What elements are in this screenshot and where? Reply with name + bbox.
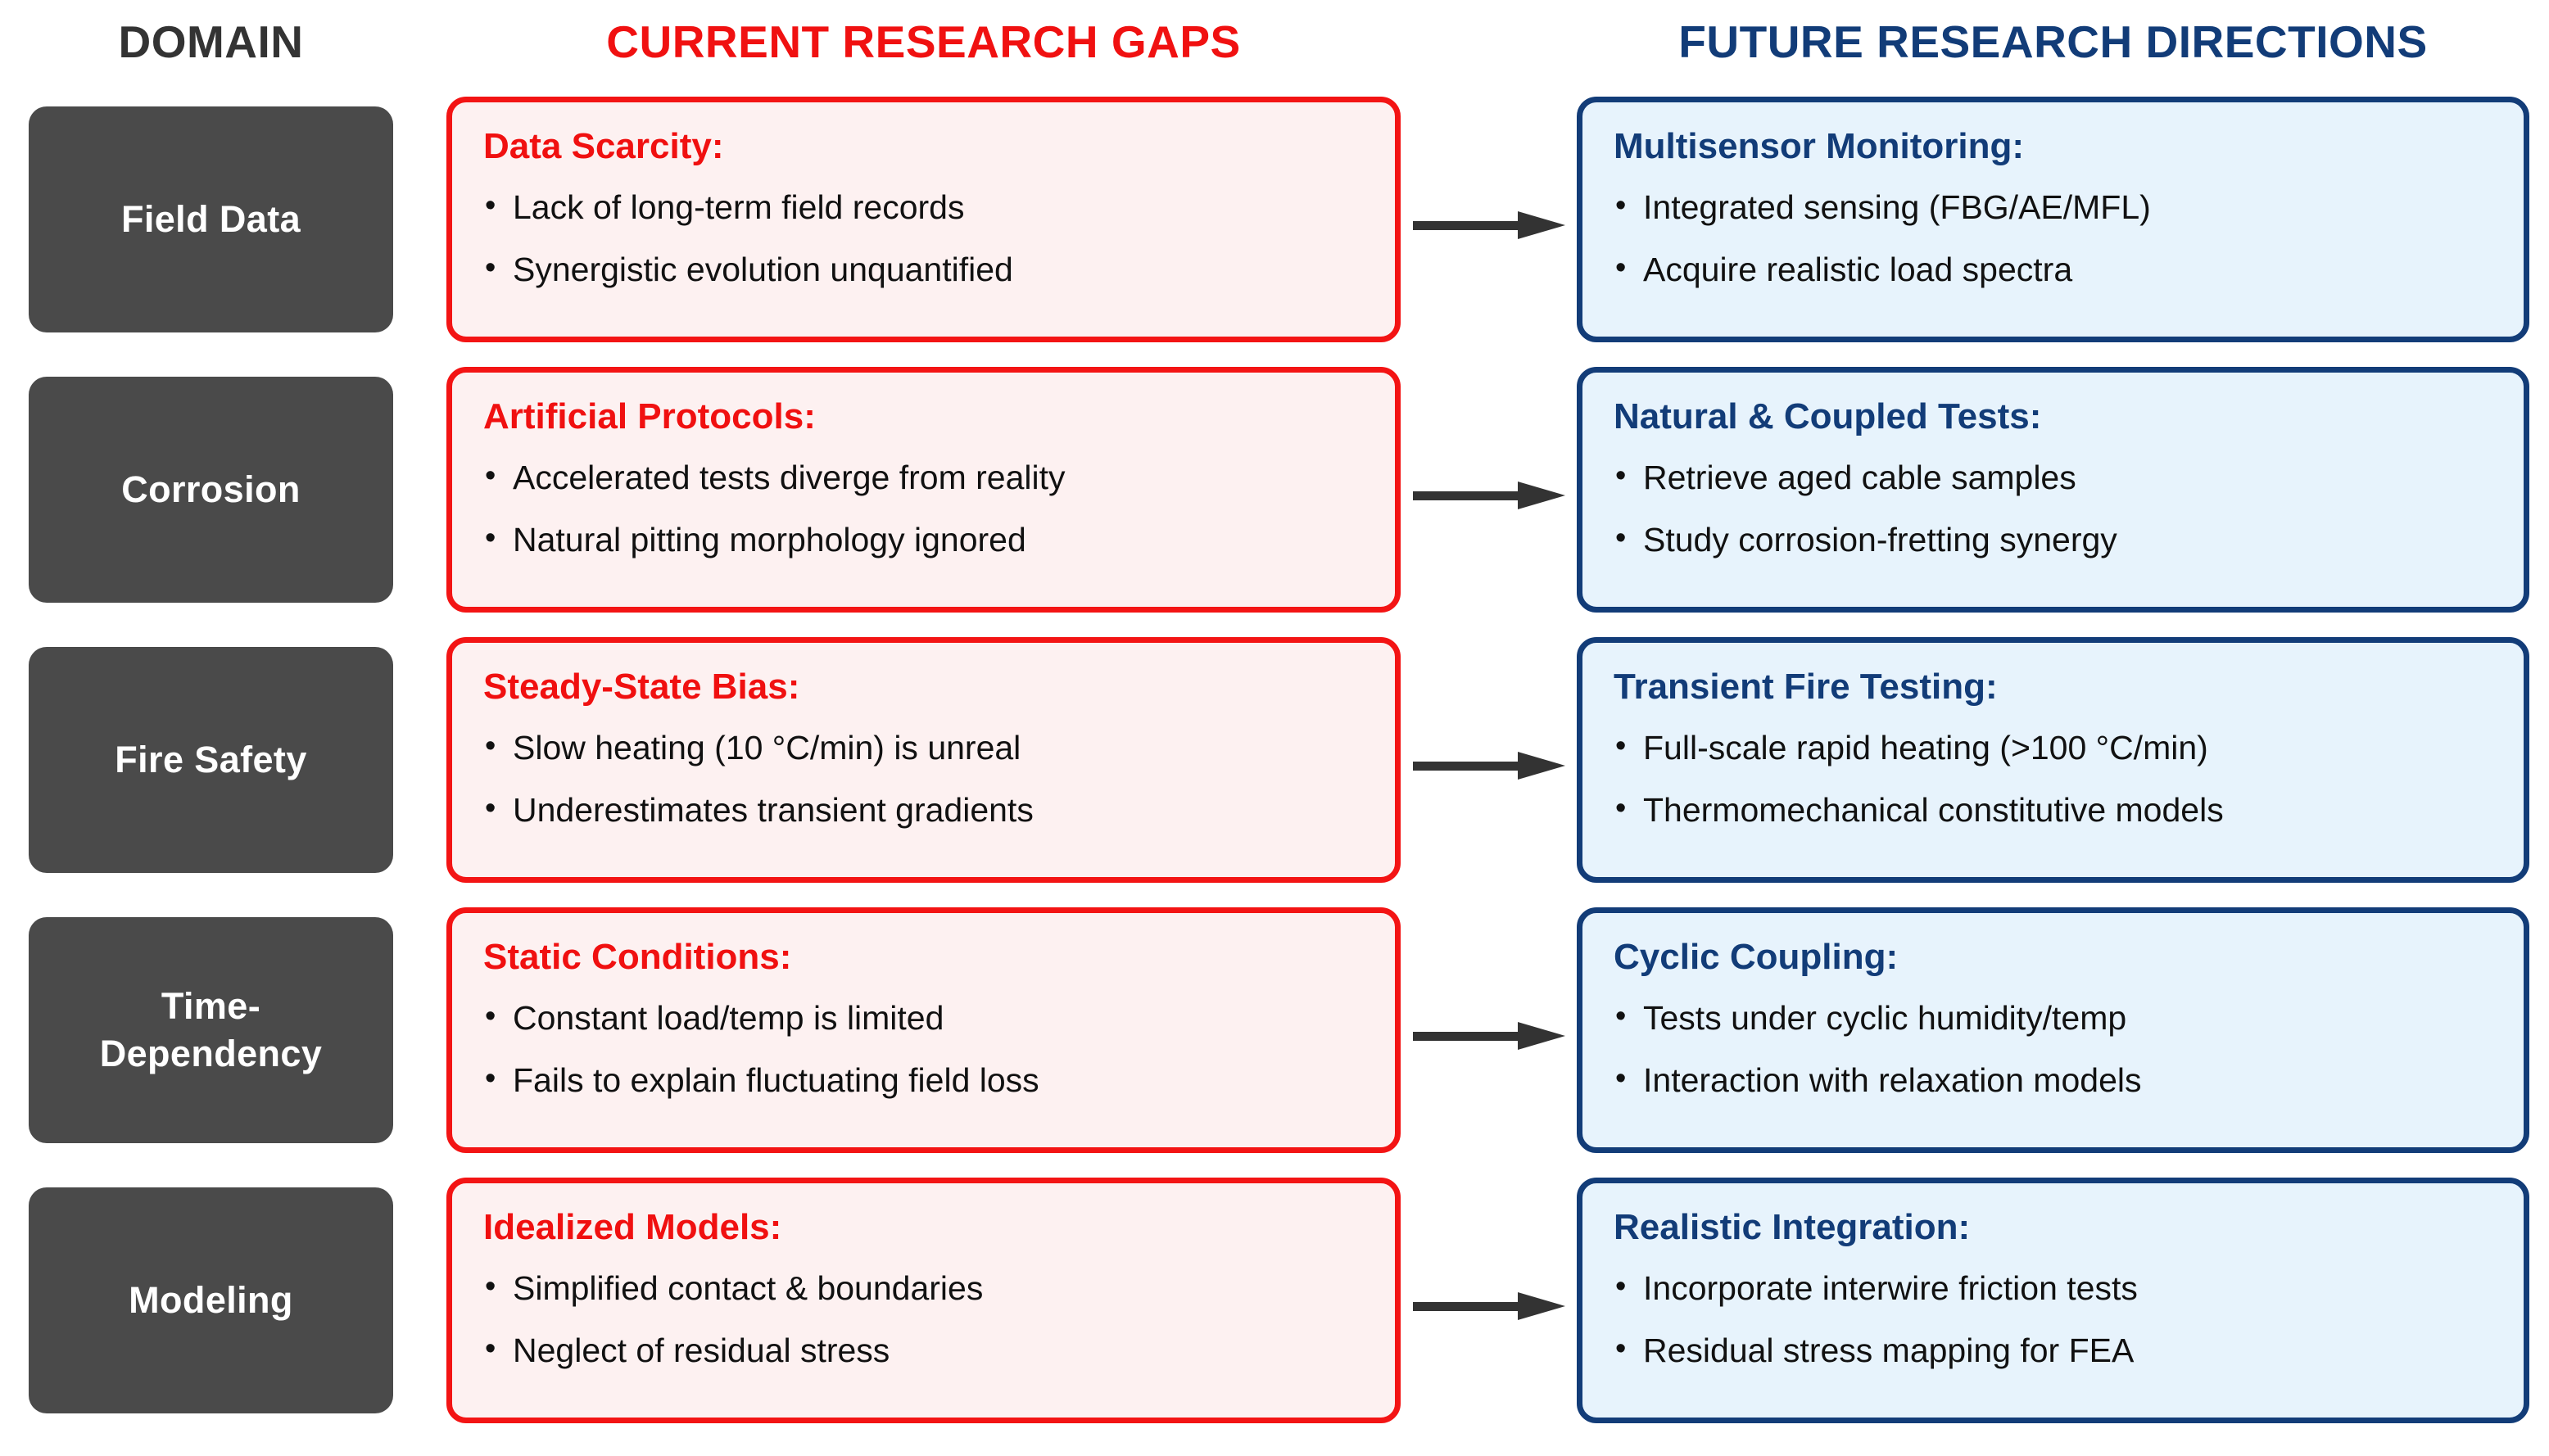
research-gap-box[interactable]: Static Conditions: Constant load/temp is … [446,907,1401,1153]
arrow-right-icon [1413,211,1569,239]
future-direction-box[interactable]: Natural & Coupled Tests: Retrieve aged ca… [1577,367,2529,613]
research-gap-bullet: Neglect of residual stress [483,1332,1364,1370]
domain-box[interactable]: Field Data [29,106,393,332]
research-gap-title: Artificial Protocols: [483,396,816,436]
future-direction-title: Multisensor Monitoring: [1614,126,2025,166]
research-gap-box[interactable]: Artificial Protocols: Accelerated tests d… [446,367,1401,613]
future-direction-bullet: Integrated sensing (FBG/AE/MFL) [1614,188,2492,227]
research-gap-title: Steady-State Bias: [483,667,800,707]
diagram-row: Time-Dependency Static Conditions: Constan… [0,907,2549,1153]
research-gap-bullet: Natural pitting morphology ignored [483,521,1364,559]
column-header-future-research-directions: FUTURE RESEARCH DIRECTIONS [1678,16,2428,67]
research-gap-title: Static Conditions: [483,937,792,977]
arrow-head [1518,1292,1565,1320]
column-header-domain: DOMAIN [118,16,304,67]
future-direction-bullet-list: Integrated sensing (FBG/AE/MFL) Acquire r… [1614,188,2492,289]
column-header-current-research-gaps: CURRENT RESEARCH GAPS [606,16,1241,67]
domain-label: Modeling [129,1279,293,1322]
arrow-right-icon [1413,752,1569,780]
future-direction-title: Natural & Coupled Tests: [1614,396,2042,436]
arrow-head [1518,482,1565,509]
domain-box[interactable]: Corrosion [29,377,393,603]
diagram-row: Fire Safety Steady-State Bias: Slow heatin… [0,637,2549,883]
research-gap-box[interactable]: Data Scarcity: Lack of long-term field re… [446,97,1401,342]
research-gap-bullet: Accelerated tests diverge from reality [483,459,1364,497]
future-direction-box[interactable]: Cyclic Coupling: Tests under cyclic humid… [1577,907,2529,1153]
research-gap-bullet-list: Lack of long-term field recordsSynergist… [483,188,1364,289]
arrow-shaft [1413,491,1526,500]
arrow-shaft [1413,762,1526,771]
future-direction-bullet: Retrieve aged cable samples [1614,459,2492,497]
research-gap-box[interactable]: Idealized Models: Simplified contact & bo… [446,1178,1401,1423]
future-direction-box[interactable]: Transient Fire Testing: Full-scale rapid … [1577,637,2529,883]
arrow-shaft [1413,1302,1526,1311]
future-direction-bullet: Acquire realistic load spectra [1614,251,2492,289]
future-direction-bullet: Interaction with relaxation models [1614,1061,2492,1100]
research-gap-bullet-list: Constant load/temp is limitedFails to ex… [483,999,1364,1100]
arrow-right-icon [1413,482,1569,509]
future-direction-bullet: Full-scale rapid heating (>100 °C/min) [1614,729,2492,767]
research-gap-bullet: Constant load/temp is limited [483,999,1364,1038]
future-direction-box[interactable]: Multisensor Monitoring: Integrated sensin… [1577,97,2529,342]
domain-label: Field Data [120,198,301,241]
future-direction-bullet: Tests under cyclic humidity/temp [1614,999,2492,1038]
future-direction-box[interactable]: Realistic Integration: Incorporate interw… [1577,1178,2529,1423]
research-gap-bullet: Synergistic evolution unquantified [483,251,1364,289]
research-gap-bullet-list: Simplified contact & boundariesNeglect o… [483,1269,1364,1370]
domain-label: Corrosion [121,468,301,511]
arrow-head [1518,1022,1565,1050]
research-gap-bullet-list: Slow heating (10 °C/min) is unrealUndere… [483,729,1364,830]
arrow-head [1518,211,1565,239]
domain-box[interactable]: Fire Safety [29,647,393,873]
future-direction-bullet: Incorporate interwire friction tests [1614,1269,2492,1308]
research-gap-bullet-list: Accelerated tests diverge from realityNa… [483,459,1364,559]
research-gap-bullet: Simplified contact & boundaries [483,1269,1364,1308]
arrow-right-icon [1413,1292,1569,1320]
arrow-right-icon [1413,1022,1569,1050]
future-direction-bullet-list: Incorporate interwire friction testsResi… [1614,1269,2492,1370]
future-direction-bullet-list: Retrieve aged cable samplesStudy corrosi… [1614,459,2492,559]
arrow-shaft [1413,1032,1526,1041]
arrow-head [1518,752,1565,780]
future-direction-title: Transient Fire Testing: [1614,667,1998,707]
arrow-shaft [1413,221,1526,230]
diagram-row: Field Data Data Scarcity: Lack of long-ter… [0,97,2549,342]
domain-box[interactable]: Modeling [29,1187,393,1413]
future-direction-bullet-list: Full-scale rapid heating (>100 °C/min) Th… [1614,729,2492,830]
domain-label: Fire Safety [115,739,307,781]
future-direction-bullet: Residual stress mapping for FEA [1614,1332,2492,1370]
future-direction-title: Cyclic Coupling: [1614,937,1899,977]
future-direction-title: Realistic Integration: [1614,1207,1971,1247]
research-gap-box[interactable]: Steady-State Bias: Slow heating (10 °C/mi… [446,637,1401,883]
diagram-row: Corrosion Artificial Protocols: Accelerate… [0,367,2549,613]
research-gap-bullet: Lack of long-term field records [483,188,1364,227]
research-gap-bullet: Underestimates transient gradients [483,791,1364,830]
research-gap-title: Idealized Models: [483,1207,782,1247]
future-direction-bullet-list: Tests under cyclic humidity/tempInteract… [1614,999,2492,1100]
domain-box[interactable]: Time-Dependency [29,917,393,1143]
diagram-row: Modeling Idealized Models: Simplified cont… [0,1178,2549,1423]
research-gap-title: Data Scarcity: [483,126,724,166]
research-gap-bullet: Fails to explain fluctuating field loss [483,1061,1364,1100]
research-gap-bullet: Slow heating (10 °C/min) is unreal [483,729,1364,767]
domain-label: Time-Dependency [99,985,323,1074]
future-direction-bullet: Thermomechanical constitutive models [1614,791,2492,830]
future-direction-bullet: Study corrosion-fretting synergy [1614,521,2492,559]
